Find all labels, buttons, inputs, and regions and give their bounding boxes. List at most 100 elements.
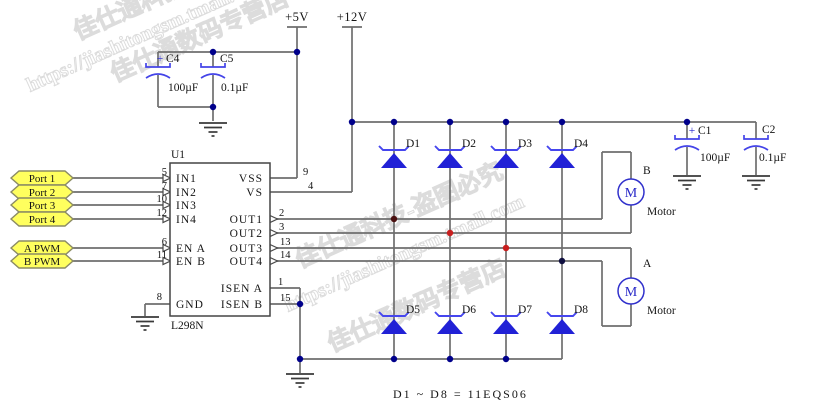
cap-plate: [200, 63, 226, 68]
motor-symbol: M: [625, 285, 638, 300]
ic-pin-name: OUT4: [230, 256, 263, 268]
diode-label: D1: [406, 138, 420, 150]
diode-label: D6: [462, 304, 476, 316]
pin-arrow: [162, 187, 172, 197]
ic-pin-number: 14: [280, 250, 291, 261]
connector-port4: Port 4: [9, 211, 75, 227]
junction-dot: [390, 118, 398, 126]
diode-cathode-bar: [490, 311, 522, 317]
motor-channel-label: A: [643, 258, 652, 270]
ic-pin-name: VS: [246, 187, 263, 199]
motor-circle: [617, 277, 645, 305]
diode-cathode-bar: [434, 311, 466, 317]
diode-d5: D5: [378, 304, 420, 334]
watermark-stamp-center: 佳仕通科技-盗图必究 https://jiashitongsm.tmall.co…: [281, 156, 529, 358]
junction-dots: [209, 48, 691, 363]
connector-hexagon: [9, 211, 75, 227]
ic-pin-name: ISEN A: [221, 283, 263, 295]
pin-arrow: [269, 243, 279, 253]
diode-label: D2: [462, 138, 476, 150]
ic-pin-name: ISEN B: [221, 299, 263, 311]
connector-b-pwm: B PWM: [9, 253, 75, 269]
connector-a-pwm: A PWM: [9, 240, 75, 256]
cap-value: 100µF: [168, 82, 198, 94]
cap-value: 100µF: [700, 152, 730, 164]
diode-d4: D4: [546, 138, 588, 168]
pin-arrow: [269, 228, 279, 238]
ic-body: [169, 162, 271, 317]
ground-symbol-isen: [286, 373, 314, 388]
motor-caption: Motor: [647, 305, 676, 317]
pin-arrow: [162, 243, 172, 253]
cap-plate: [145, 63, 171, 68]
diode-d3: D3: [490, 138, 532, 168]
diode-triangle: [493, 319, 519, 334]
diode-label: D3: [518, 138, 532, 150]
cap-value: 0.1µF: [759, 152, 786, 164]
ic-pin-name: IN4: [176, 214, 197, 226]
cap-plus: +: [157, 53, 164, 65]
cap-plus: +: [689, 125, 696, 137]
ground-symbol-c2: [742, 175, 770, 190]
cap-plate: [200, 73, 226, 79]
ic-pin-number: 6: [162, 237, 167, 248]
junction-dot: [446, 355, 454, 363]
junction-dot: [502, 118, 510, 126]
ground-symbol-gnd-pin: [131, 316, 159, 331]
cap-plate: [674, 145, 700, 151]
junction-dot: [446, 229, 454, 237]
ic-pin-number: 8: [157, 292, 162, 303]
ic-pin-number: 3: [279, 222, 284, 233]
connector-port2: Port 2: [9, 184, 75, 200]
diode-label: D5: [406, 304, 420, 316]
connector-label: A PWM: [24, 243, 61, 255]
ic-part-label: L298N: [171, 320, 204, 332]
ic-pin-name: EN A: [176, 243, 206, 255]
ic-pin-name: GND: [176, 299, 204, 311]
diode-d6: D6: [434, 304, 476, 334]
junction-dot: [390, 215, 398, 223]
ic-pin-name: EN B: [176, 256, 206, 268]
ic-pin-name: IN1: [176, 173, 197, 185]
diode-cathode-bar: [546, 145, 578, 151]
cap-ref: C5: [220, 53, 234, 65]
capacitor-c1: + C1 100µF: [674, 125, 730, 164]
cap-plate: [145, 73, 171, 79]
ic-pin-number: 1: [278, 277, 283, 288]
cap-plate: [674, 135, 700, 140]
cap-plate: [743, 145, 769, 151]
motor-b: M B Motor: [617, 165, 676, 218]
diode-d8: D8: [546, 304, 588, 334]
ic-pin-number: 11: [157, 250, 167, 261]
diode-triangle: [381, 319, 407, 334]
connector-label: Port 3: [29, 200, 56, 212]
diode-cathode-bar: [378, 311, 410, 317]
connector-label: Port 2: [29, 187, 56, 199]
ic-l298n: U1 L298N IN1 IN2 IN3 IN4 EN A EN B GND V…: [157, 149, 315, 332]
cap-value: 0.1µF: [221, 82, 248, 94]
junction-dot: [502, 244, 510, 252]
pin-arrow: [269, 214, 279, 224]
diode-triangle: [381, 153, 407, 168]
ic-pin-name: IN3: [176, 200, 197, 212]
motor-channel-label: B: [643, 165, 651, 177]
ground-symbol-c5: [199, 122, 227, 137]
junction-dot: [390, 355, 398, 363]
junction-dot: [446, 118, 454, 126]
pin-arrow: [162, 214, 172, 224]
pin-arrow: [162, 200, 172, 210]
pin-arrow: [162, 173, 172, 183]
junction-dot: [683, 118, 691, 126]
ic-pin-name: VSS: [239, 173, 263, 185]
diode-triangle: [549, 319, 575, 334]
diode-d2: D2: [434, 138, 476, 168]
cap-ref: C1: [698, 125, 712, 137]
capacitor-c2: C2 0.1µF: [743, 124, 786, 164]
junction-dot: [558, 118, 566, 126]
ic-pin-name: OUT1: [230, 214, 263, 226]
diode-note: D1 ~ D8 = 11EQS06: [393, 387, 528, 401]
connector-hexagon: [9, 253, 75, 269]
diode-label: D8: [574, 304, 588, 316]
